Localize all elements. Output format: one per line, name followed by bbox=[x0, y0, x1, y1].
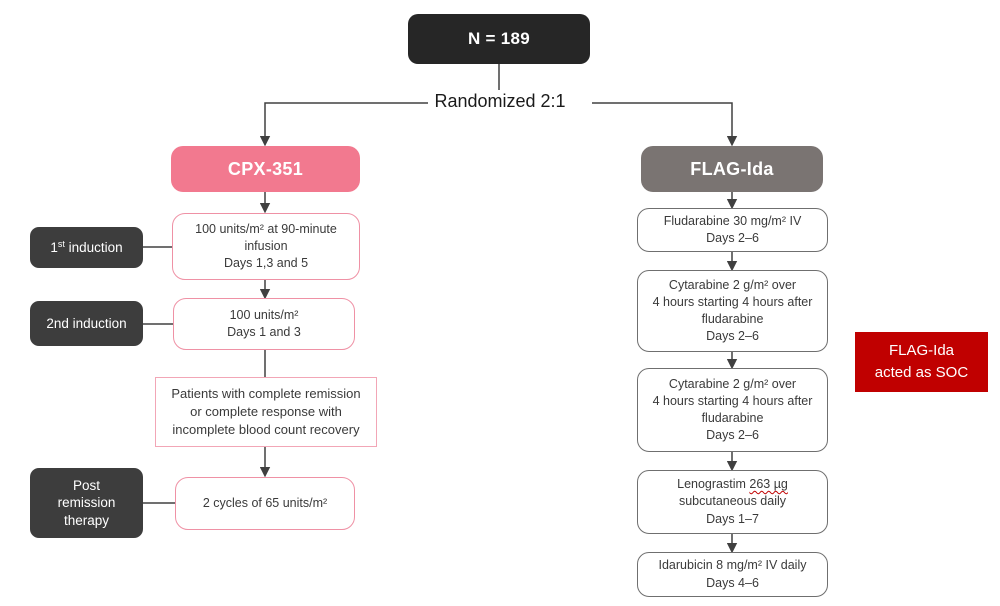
fludarabine-box: Fludarabine 30 mg/m² IV Days 2–6 bbox=[637, 208, 828, 252]
induction1-dose-box: 100 units/m² at 90-minute infusion Days … bbox=[172, 213, 360, 280]
drug-line: fludarabine bbox=[701, 312, 764, 326]
dose-line: 2 cycles of 65 units/m² bbox=[202, 495, 328, 510]
post-remission-dose-box: 2 cycles of 65 units/m² bbox=[175, 477, 355, 530]
total-enrollment-box: N = 189 bbox=[408, 14, 590, 64]
drug-line: Cytarabine 2 g/m² over bbox=[668, 376, 797, 391]
soc-annotation-box: FLAG-Ida acted as SOC bbox=[855, 332, 988, 392]
cytarabine-box-2: Cytarabine 2 g/m² over 4 hours starting … bbox=[637, 368, 828, 452]
first-induction-label: 1st induction bbox=[30, 227, 143, 268]
drug-line: 4 hours starting 4 hours after bbox=[652, 294, 813, 309]
label-line: remission bbox=[57, 495, 116, 511]
label-line: therapy bbox=[63, 512, 110, 528]
drug-line: 4 hours starting 4 hours after bbox=[652, 393, 813, 408]
annotation-line: acted as SOC bbox=[874, 364, 969, 381]
drug-line: Days 4–6 bbox=[706, 575, 759, 590]
drug-line: Fludarabine 30 mg/m² IV bbox=[663, 213, 802, 228]
dose-line: infusion bbox=[244, 238, 288, 253]
drug-line: fludarabine bbox=[701, 411, 764, 425]
annotation-line: FLAG-Ida bbox=[888, 341, 955, 359]
spellcheck-underlined-text: 263 µg bbox=[749, 477, 788, 492]
drug-line: Days 2–6 bbox=[706, 329, 759, 344]
ordinal-superscript: st bbox=[57, 238, 65, 249]
induction2-dose-box: 100 units/m² Days 1 and 3 bbox=[173, 298, 355, 350]
dose-line: 100 units/m² at 90-minute bbox=[195, 221, 337, 236]
first-induction-text: 1st induction bbox=[50, 238, 123, 255]
criteria-line: incomplete blood count recovery bbox=[172, 421, 360, 437]
cpx-351-arm-header: CPX-351 bbox=[171, 146, 360, 192]
criteria-line: Patients with complete remission bbox=[171, 386, 361, 402]
drug-line: Lenograstim 263 µg bbox=[677, 477, 788, 492]
lenograstim-box: Lenograstim 263 µg subcutaneous daily Da… bbox=[637, 470, 828, 534]
criteria-line: or complete response with bbox=[190, 404, 342, 420]
dose-line: Days 1 and 3 bbox=[227, 325, 301, 339]
drug-line: Cytarabine 2 g/m² over bbox=[668, 277, 797, 292]
randomization-label: Randomized 2:1 bbox=[434, 91, 566, 111]
drug-line: Days 1–7 bbox=[706, 511, 759, 526]
remission-criteria-box: Patients with complete remission or comp… bbox=[155, 377, 377, 447]
cytarabine-box-1: Cytarabine 2 g/m² over 4 hours starting … bbox=[637, 270, 828, 352]
enrollment-label: N = 189 bbox=[467, 29, 531, 48]
idarubicin-box: Idarubicin 8 mg/m² IV daily Days 4–6 bbox=[637, 552, 828, 597]
flag-ida-arm-header: FLAG-Ida bbox=[641, 146, 823, 192]
dose-line: 100 units/m² bbox=[229, 307, 299, 322]
drug-line: Idarubicin 8 mg/m² IV daily bbox=[658, 558, 807, 573]
label-line: Post bbox=[72, 477, 100, 493]
randomized-to-flag-line bbox=[592, 102, 738, 147]
drug-line: subcutaneous daily bbox=[678, 494, 787, 509]
dose-line: Days 1,3 and 5 bbox=[223, 256, 309, 271]
drug-line: Days 2–6 bbox=[706, 231, 759, 245]
second-induction-label: 2nd induction bbox=[30, 301, 143, 346]
drug-line: Days 2–6 bbox=[706, 428, 759, 443]
post-remission-therapy-label: Post remission therapy bbox=[30, 468, 143, 538]
